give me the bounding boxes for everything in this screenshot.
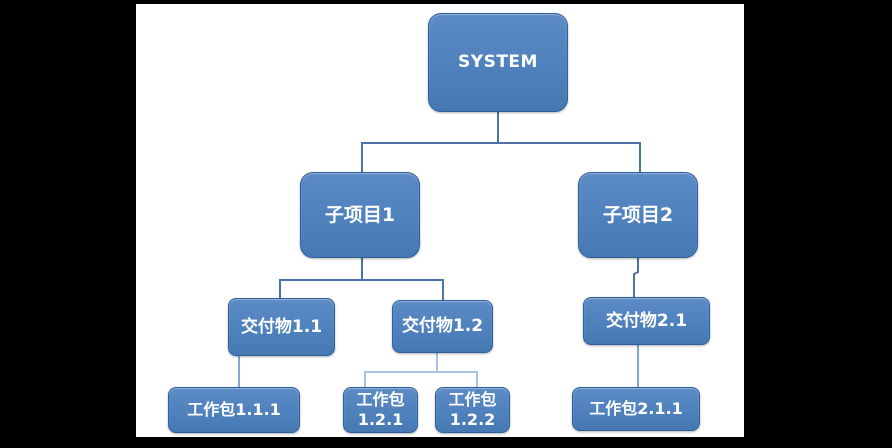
node-workpackage-1-2-1-line1: 工作包 [356, 390, 405, 409]
node-workpackage-1-2-1: 工作包 1.2.1 [343, 387, 418, 433]
node-subproject-2-label: 子项目2 [602, 203, 674, 226]
node-deliverable-1-1-label: 交付物1.1 [240, 316, 323, 337]
node-deliverable-2-1-label: 交付物2.1 [605, 310, 688, 331]
node-workpackage-1-1-1-label: 工作包1.1.1 [187, 400, 281, 420]
node-subproject-2: 子项目2 [578, 172, 698, 258]
node-workpackage-2-1-1-label: 工作包2.1.1 [589, 399, 683, 419]
node-system-label: SYSTEM [458, 52, 538, 73]
node-deliverable-2-1: 交付物2.1 [583, 297, 710, 345]
node-subproject-1-label: 子项目1 [324, 203, 396, 226]
node-workpackage-2-1-1: 工作包2.1.1 [572, 387, 700, 431]
node-deliverable-1-2-label: 交付物1.2 [401, 316, 484, 337]
node-workpackage-1-2-1-line2: 1.2.1 [357, 410, 404, 429]
node-workpackage-1-1-1: 工作包1.1.1 [168, 387, 300, 433]
node-subproject-1: 子项目1 [300, 172, 420, 258]
node-workpackage-1-2-2-line1: 工作包 [448, 390, 497, 409]
node-workpackage-1-2-2-line2: 1.2.2 [449, 410, 496, 429]
node-system: SYSTEM [428, 13, 568, 112]
node-workpackage-1-2-2: 工作包 1.2.2 [435, 387, 510, 433]
node-deliverable-1-1: 交付物1.1 [228, 298, 335, 356]
node-deliverable-1-2: 交付物1.2 [392, 300, 493, 353]
